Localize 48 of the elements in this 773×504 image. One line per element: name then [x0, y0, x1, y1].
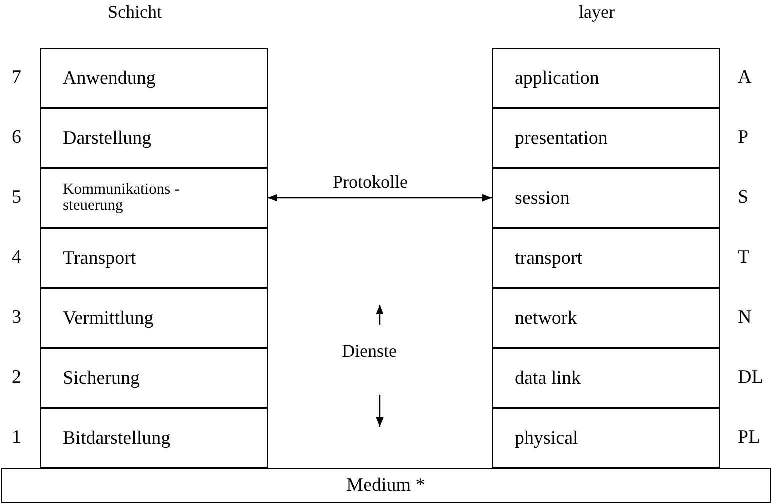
- layer-box: [492, 108, 720, 168]
- layer-number: 2: [12, 367, 22, 389]
- layer-abbreviation: PL: [738, 427, 760, 449]
- layer-name: network: [515, 308, 578, 328]
- layer-name: Medium *: [346, 476, 426, 495]
- column-heading: layer: [579, 2, 615, 23]
- layer-box: [492, 168, 720, 228]
- layer-abbreviation: DL: [738, 367, 764, 389]
- layer-name: presentation: [515, 128, 608, 148]
- layer-box: [492, 228, 720, 288]
- service-label: Dienste: [342, 341, 397, 362]
- layer-box: [40, 228, 268, 288]
- layer-number: 5: [12, 187, 22, 209]
- layer-box: [492, 288, 720, 348]
- layer-number: 4: [12, 247, 22, 269]
- layer-name: Bitdarstellung: [63, 428, 171, 448]
- layer-number: 7: [12, 67, 22, 89]
- layer-box: [492, 48, 720, 108]
- layer-box: [40, 108, 268, 168]
- layer-name: data link: [515, 368, 581, 388]
- layer-name: Transport: [63, 248, 136, 268]
- layer-name: transport: [515, 248, 583, 268]
- layer-abbreviation: T: [738, 247, 750, 269]
- layer-name: Anwendung: [63, 68, 156, 88]
- layer-name: physical: [515, 428, 578, 448]
- layer-number: 3: [12, 307, 22, 329]
- layer-box: [40, 288, 268, 348]
- layer-name: Kommunikations -steuerung: [63, 182, 181, 214]
- layer-number: 6: [12, 127, 22, 149]
- layer-box: [40, 348, 268, 408]
- layer-box: [40, 168, 268, 228]
- layer-box: [1, 468, 771, 503]
- layer-box: [40, 48, 268, 108]
- layer-box: [40, 408, 268, 468]
- layer-name: Darstellung: [63, 128, 152, 148]
- column-heading: Schicht: [108, 2, 162, 23]
- layer-name: session: [515, 188, 570, 208]
- layer-name: Sicherung: [63, 368, 140, 388]
- layer-box: [492, 348, 720, 408]
- layer-name: application: [515, 68, 600, 88]
- layer-abbreviation: P: [738, 127, 749, 149]
- layer-number: 1: [12, 427, 22, 449]
- layer-abbreviation: A: [738, 67, 752, 89]
- layer-abbreviation: N: [738, 307, 752, 329]
- layer-abbreviation: S: [738, 187, 749, 209]
- layer-name: Vermittlung: [63, 308, 154, 328]
- layer-box: [492, 408, 720, 468]
- double-arrow: [268, 194, 492, 202]
